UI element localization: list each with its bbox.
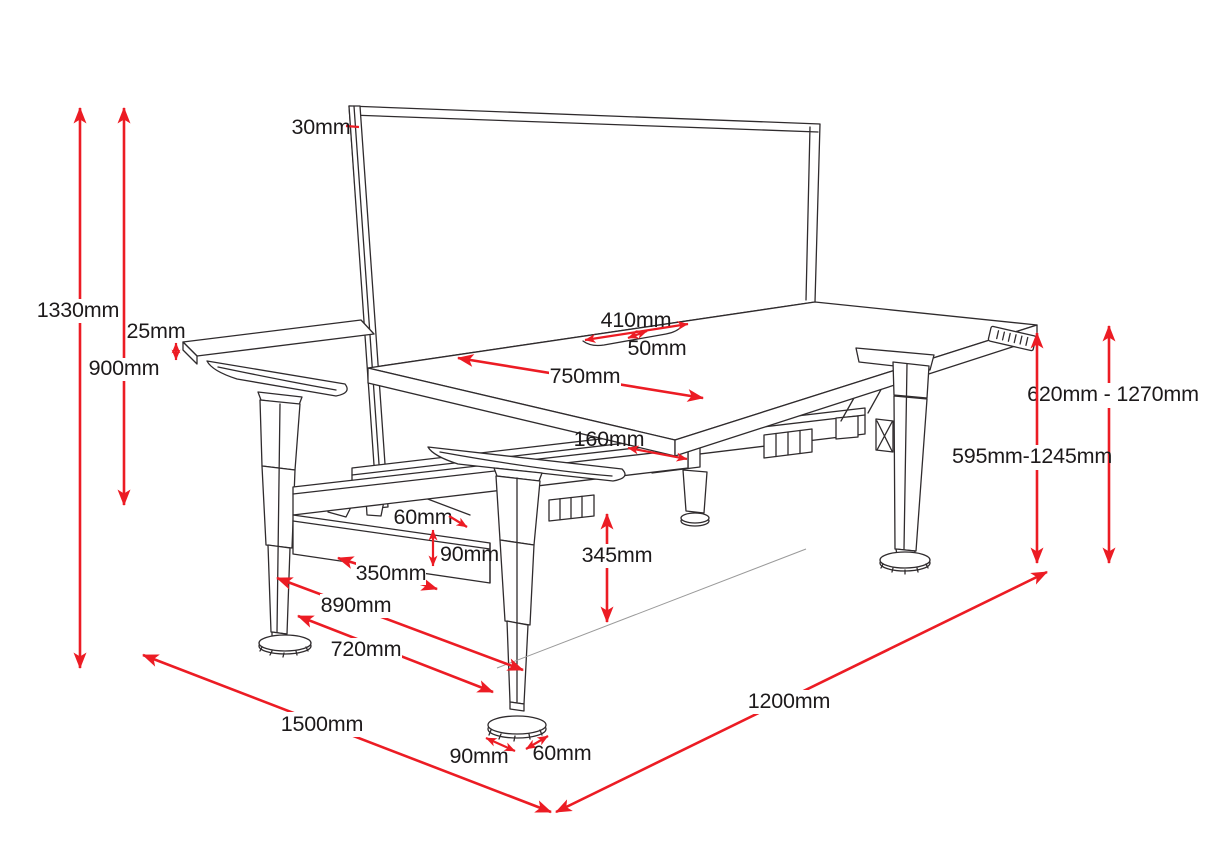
beam-end-cross bbox=[876, 420, 893, 452]
dim-label: 90mm bbox=[450, 744, 509, 768]
dim-label: 345mm bbox=[582, 543, 653, 567]
dim-cable-cutout-depth: 50mm bbox=[627, 329, 687, 360]
dim-label-bg bbox=[1041, 383, 1185, 408]
cable-box-2-slats bbox=[775, 429, 801, 458]
dim-leg-spacing-inner: 720mm bbox=[297, 614, 494, 694]
dim-desktop-height-range: 620mm - 1270mm bbox=[1027, 325, 1199, 564]
dim-label-bg bbox=[549, 365, 621, 389]
tray-panel-line bbox=[292, 520, 491, 584]
dim-tray-gap: 60mm bbox=[394, 505, 468, 529]
dim-cable-cutout-length: 410mm bbox=[584, 308, 689, 343]
right-leg-line bbox=[903, 363, 908, 550]
far-beam-line bbox=[351, 414, 866, 476]
dim-label: 750mm bbox=[550, 364, 621, 388]
dim-label: 1330mm bbox=[37, 298, 119, 322]
dim-tray-length: 350mm bbox=[337, 556, 438, 591]
dim-label-bg bbox=[582, 544, 652, 568]
under-frame bbox=[292, 367, 894, 584]
dim-overall-width: 1500mm bbox=[142, 653, 552, 814]
dim-desktop-depth: 750mm bbox=[457, 354, 704, 402]
middle-foot-top bbox=[680, 512, 710, 524]
dim-overall-height: 1330mm bbox=[37, 107, 119, 669]
screen-frame-lines bbox=[350, 114, 819, 301]
dim-arrow bbox=[627, 445, 688, 462]
divider-screen bbox=[327, 105, 821, 518]
near-leg-upper bbox=[495, 475, 541, 546]
cable-box-3-slats bbox=[559, 495, 583, 521]
dim-label: 50mm bbox=[628, 336, 687, 360]
dim-label-bg bbox=[91, 358, 157, 381]
far-desktop-edge bbox=[182, 341, 198, 365]
right-foot-top bbox=[879, 551, 931, 569]
far-desktop bbox=[182, 319, 375, 357]
near-foot-top bbox=[487, 715, 547, 735]
dim-arrow bbox=[627, 329, 648, 340]
dim-label: 25mm bbox=[127, 319, 186, 343]
middle-foot-column bbox=[682, 469, 708, 514]
dim-label: 350mm bbox=[356, 561, 427, 585]
dim-label-bg bbox=[41, 299, 115, 323]
dim-foot-length: 90mm bbox=[450, 736, 516, 768]
dim-screen-height: 900mm bbox=[89, 107, 160, 506]
dim-underframe-clearance: 345mm bbox=[582, 513, 653, 623]
dim-arrow bbox=[525, 735, 549, 750]
dim-arrow bbox=[485, 736, 516, 753]
dim-label: 595mm-1245mm bbox=[952, 444, 1112, 468]
dim-label-bg bbox=[752, 690, 827, 714]
dim-label-bg bbox=[284, 712, 361, 737]
dim-label-bg bbox=[320, 594, 392, 618]
dim-label-bg bbox=[967, 445, 1098, 470]
dim-label: 890mm bbox=[321, 593, 392, 617]
dim-foot-width: 60mm bbox=[525, 735, 592, 765]
dim-label: 720mm bbox=[331, 637, 402, 661]
dim-tray-depth: 90mm bbox=[428, 529, 499, 567]
keypad-buttons bbox=[996, 330, 1029, 346]
right-leg-lower bbox=[893, 395, 928, 552]
far-tray-line bbox=[217, 366, 337, 391]
dim-desktop-thickness: 25mm bbox=[127, 319, 186, 361]
dim-leader-arrow bbox=[448, 515, 468, 528]
dim-label: 1500mm bbox=[281, 712, 363, 736]
near-foot-stem bbox=[509, 701, 525, 712]
near-beam-line bbox=[292, 448, 689, 495]
near-tray-line bbox=[439, 451, 613, 477]
dim-frame-height-range: 595mm-1245mm bbox=[952, 332, 1112, 564]
dim-tick bbox=[345, 124, 360, 129]
right-leg bbox=[855, 347, 935, 575]
far-foot-top bbox=[258, 634, 312, 652]
far-leg-lower bbox=[267, 544, 291, 635]
dim-label: 30mm bbox=[292, 115, 351, 139]
dim-screen-thickness: 30mm bbox=[292, 115, 360, 139]
dim-label: 60mm bbox=[533, 741, 592, 765]
dim-label: 620mm - 1270mm bbox=[1027, 382, 1199, 406]
dim-label: 60mm bbox=[394, 505, 453, 529]
dim-label: 160mm bbox=[574, 427, 645, 451]
dim-label: 1200mm bbox=[748, 689, 830, 713]
right-leg-upper bbox=[892, 361, 930, 399]
dim-overall-depth: 1200mm bbox=[555, 570, 1048, 814]
dim-label: 90mm bbox=[440, 542, 499, 566]
screen-post-line bbox=[353, 105, 383, 508]
dim-label: 900mm bbox=[89, 356, 160, 380]
dim-beam-width: 160mm bbox=[574, 427, 688, 462]
beam-end-box bbox=[835, 415, 859, 440]
